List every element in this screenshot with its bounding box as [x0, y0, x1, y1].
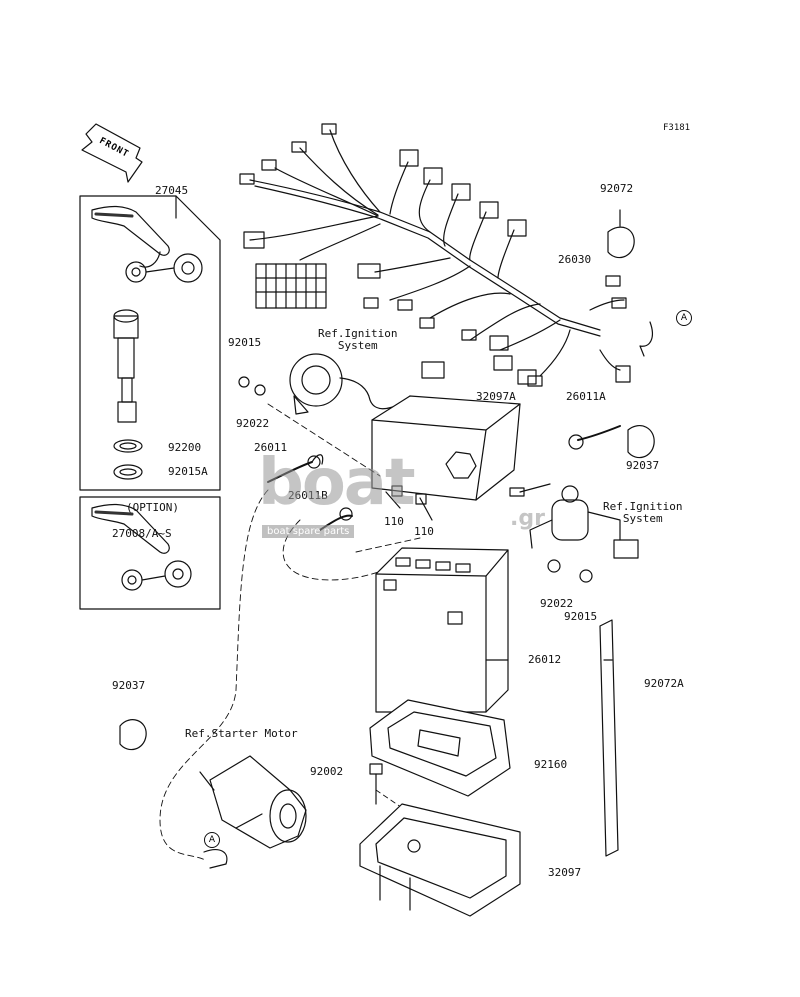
part-label-92160: 92160	[534, 758, 568, 771]
watermark-brand: boat	[258, 446, 416, 520]
part-label-92022-right: 92022	[540, 597, 574, 610]
ref-ignition-system-top: Ref.Ignition System	[318, 327, 398, 352]
watermark-tagline: boat spare parts	[262, 525, 355, 538]
part-label-92072: 92072	[600, 182, 634, 195]
cable-26011A	[577, 425, 621, 441]
part-label-110-a: 110	[384, 515, 404, 528]
part-label-92037-right: 92037	[626, 459, 660, 472]
part-label-26011A: 26011A	[566, 390, 606, 403]
option-key-box	[79, 496, 221, 610]
part-label-92072A: 92072A	[644, 677, 684, 690]
ignition-switch-box	[79, 195, 221, 491]
part-label-110-b: 110	[414, 525, 434, 538]
part-label-32097: 32097	[548, 866, 582, 879]
battery-case-32097	[359, 803, 521, 917]
battery-cover-32097A	[371, 395, 521, 501]
grommet-top	[238, 353, 411, 415]
dashed-cable	[159, 489, 269, 861]
part-label-92015A: 92015A	[168, 465, 208, 478]
part-label-32097A: 32097A	[476, 390, 516, 403]
clamp-92072	[607, 226, 635, 259]
callout-a-bottom: A	[204, 832, 220, 848]
ref-starter-motor: Ref.Starter Motor	[185, 727, 298, 740]
battery-26012	[375, 547, 509, 713]
callout-a-top: A	[676, 310, 692, 326]
part-label-26012: 26012	[528, 653, 562, 666]
front-arrow-icon	[81, 123, 143, 183]
figure-code: F3181	[663, 123, 691, 133]
part-label-26011: 26011	[254, 441, 288, 454]
terminal-bolts	[385, 485, 433, 521]
part-label-92037-left: 92037	[112, 679, 146, 692]
watermark-tld: .gr	[510, 506, 545, 531]
strap-92072A	[599, 619, 619, 857]
part-label-92015-right: 92015	[564, 610, 598, 623]
clamp-92037-right	[627, 425, 655, 459]
part-label-26011B: 26011B	[288, 489, 328, 502]
wire-harness	[239, 123, 631, 387]
part-label-92002: 92002	[310, 765, 344, 778]
clamp-92037-left	[119, 719, 147, 751]
starter-motor	[199, 755, 307, 869]
part-label-26030: 26030	[558, 253, 592, 266]
starter-relay	[509, 483, 639, 583]
part-label-92015-left: 92015	[228, 336, 262, 349]
part-label-27045: 27045	[155, 184, 189, 197]
part-label-27008: 27008/A~S	[112, 527, 172, 540]
cable-26011	[267, 461, 313, 483]
part-label-92022-left: 92022	[236, 417, 270, 430]
bolt-92002	[369, 763, 421, 821]
option-label: (OPTION)	[126, 501, 179, 514]
ref-ignition-system-right: Ref.Ignition System	[603, 500, 683, 525]
battery-tray-92160	[369, 699, 511, 797]
part-label-92200: 92200	[168, 441, 202, 454]
